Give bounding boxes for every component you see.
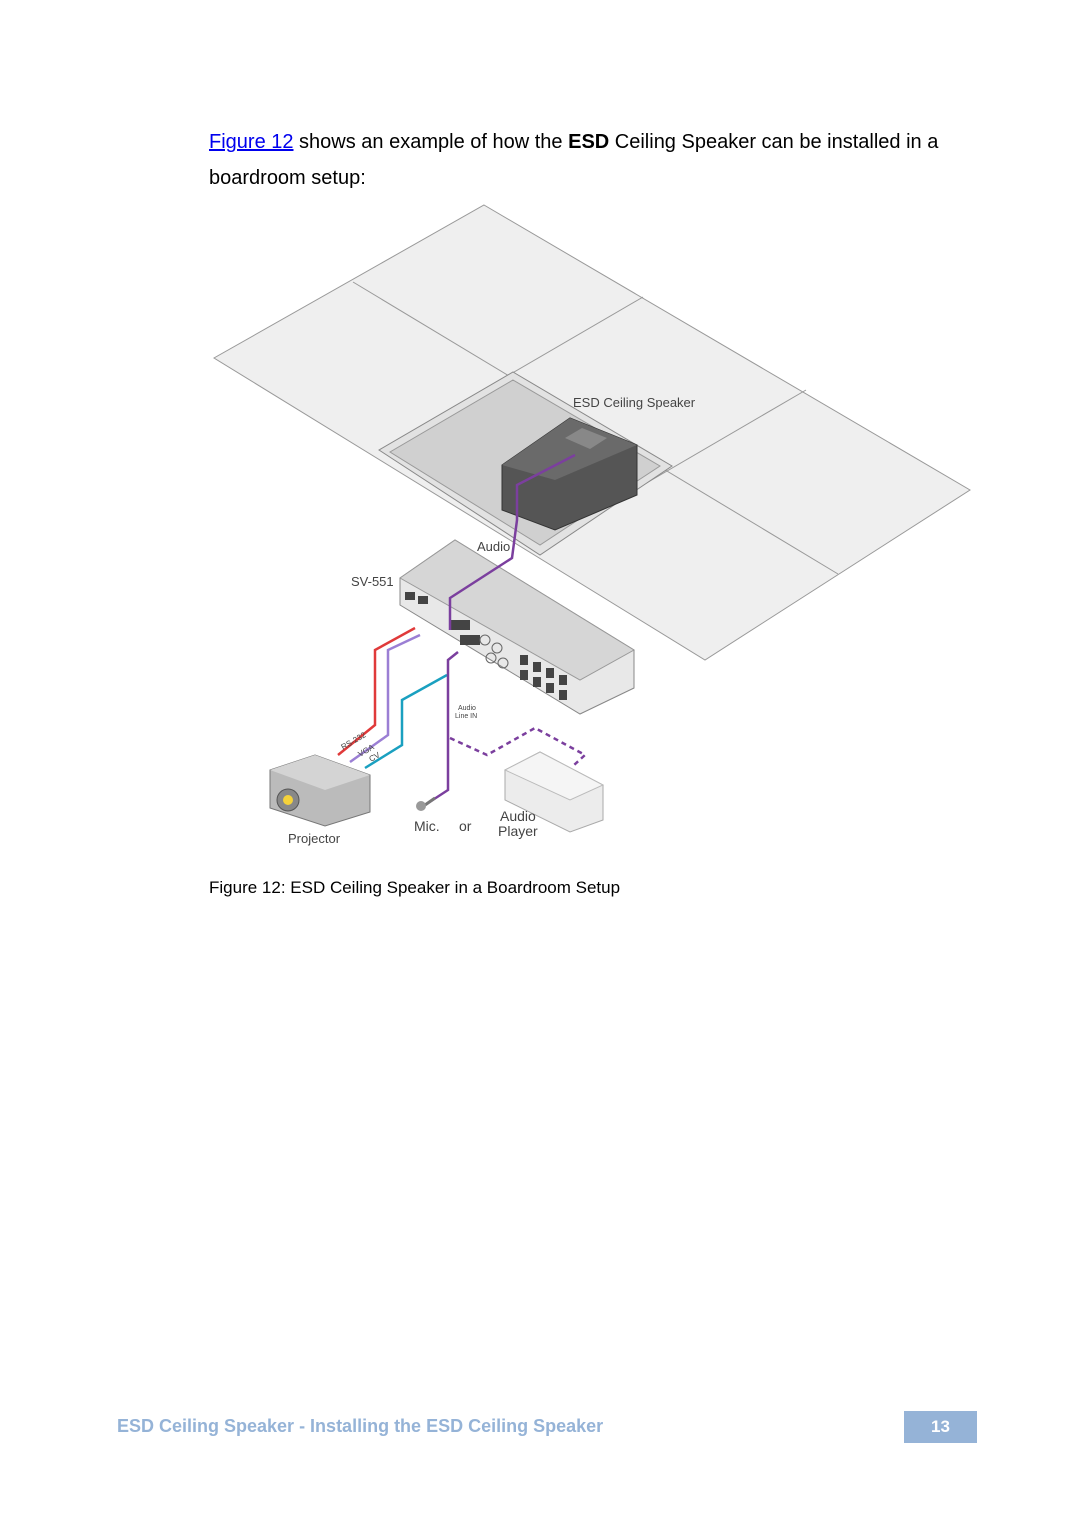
sv551-device bbox=[399, 539, 635, 715]
boardroom-diagram: ESD Ceiling Speaker Audio SV-551 RS-232 … bbox=[213, 204, 971, 846]
player-cable bbox=[449, 726, 588, 767]
microphone bbox=[416, 796, 436, 811]
figure-12-link[interactable]: Figure 12 bbox=[209, 131, 294, 153]
intro-bold: ESD bbox=[568, 131, 610, 153]
cv-cable bbox=[364, 673, 448, 770]
figure-caption: Figure 12: ESD Ceiling Speaker in a Boar… bbox=[209, 878, 621, 897]
projector-label: Projector bbox=[288, 831, 341, 846]
speaker-label: ESD Ceiling Speaker bbox=[573, 395, 696, 410]
player-label-2: Player bbox=[498, 823, 538, 839]
audio-cable bbox=[448, 453, 576, 630]
vga-cable bbox=[349, 633, 421, 764]
mic-cable bbox=[424, 651, 459, 807]
line-in-label-2: Line IN bbox=[455, 713, 477, 720]
page-number: 13 bbox=[904, 1411, 977, 1443]
audio-label: Audio bbox=[477, 539, 510, 554]
sv551-label: SV-551 bbox=[351, 574, 394, 589]
footer-title: ESD Ceiling Speaker - Installing the ESD… bbox=[117, 1416, 604, 1436]
projector bbox=[269, 754, 371, 827]
speaker-box bbox=[501, 417, 638, 531]
intro-paragraph: Figure 12 shows an example of how the ES… bbox=[209, 124, 989, 196]
audio-player bbox=[503, 751, 605, 833]
line-in-label-1: Audio bbox=[458, 705, 476, 712]
mic-label: Mic. bbox=[414, 818, 440, 834]
intro-text-2: Ceiling Speaker can be installed in a bo… bbox=[209, 131, 939, 189]
intro-text-1: shows an example of how the bbox=[293, 131, 569, 153]
rs232-cable bbox=[337, 626, 416, 756]
player-label-1: Audio bbox=[500, 808, 536, 824]
or-label: or bbox=[459, 818, 472, 834]
